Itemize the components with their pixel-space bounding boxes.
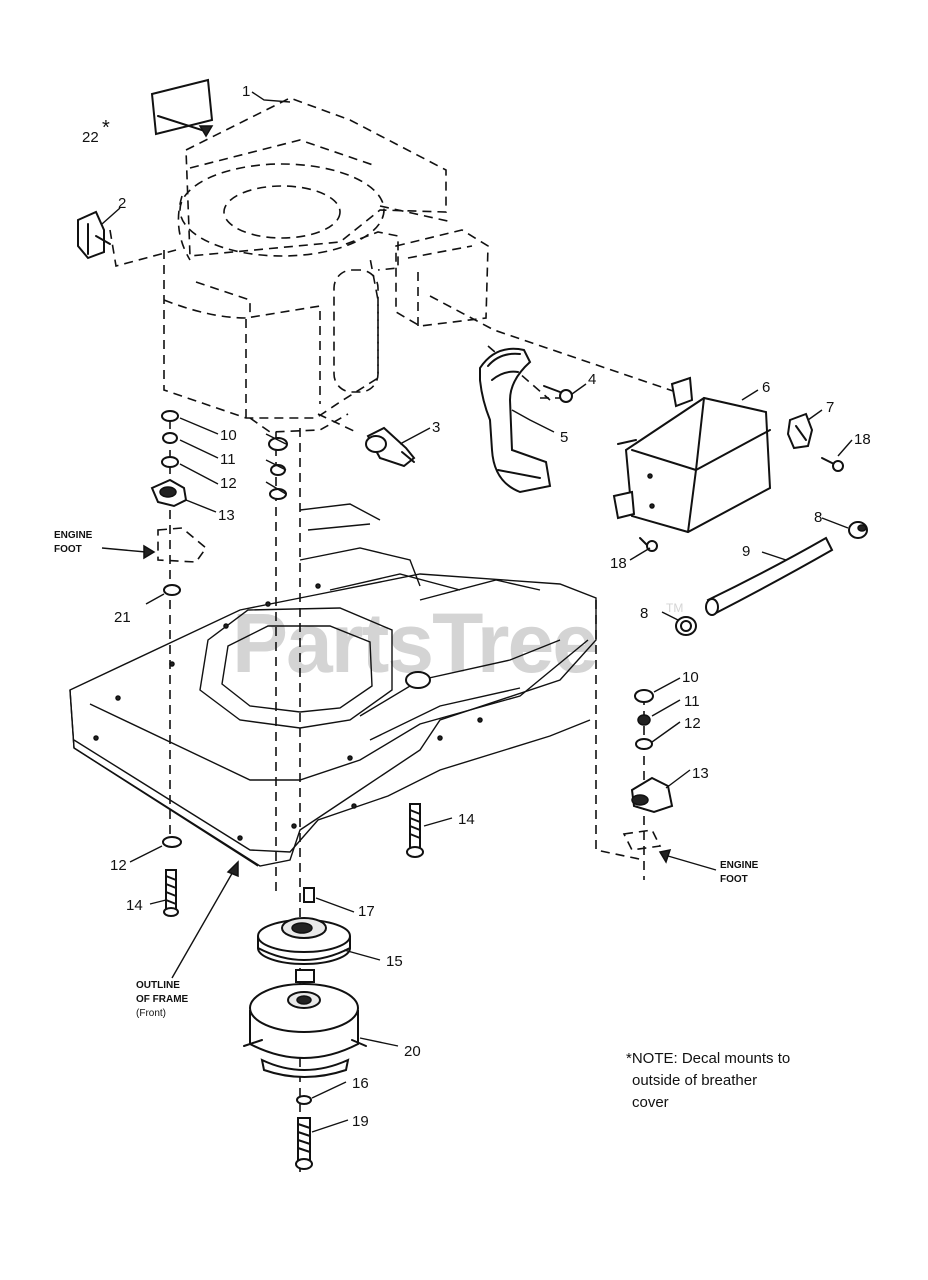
outline-of-frame-label: OUTLINE OF FRAME (Front) — [136, 980, 189, 1019]
engine-foot-right-line1: ENGINE — [720, 860, 759, 871]
sensor-part-3[interactable] — [365, 426, 416, 468]
callout-15: 15 — [386, 953, 403, 970]
callout-17: 17 — [358, 903, 375, 920]
clip-part-7[interactable] — [786, 412, 814, 450]
note-line-2: outside of breather — [632, 1072, 758, 1089]
decal-note: *NOTE: Decal mounts to outside of breath… — [626, 1048, 886, 1114]
bolt-part-19[interactable] — [295, 1117, 313, 1170]
bracket-part-2[interactable] — [77, 210, 111, 260]
clutch-part-20[interactable] — [243, 969, 367, 1078]
callout-8a: 8 — [814, 509, 822, 526]
callout-12b: 12 — [684, 715, 701, 732]
engine-foot-right-line2: FOOT — [720, 874, 748, 885]
callout-21: 21 — [114, 609, 131, 626]
bolt-part-14-center[interactable] — [406, 803, 424, 858]
pulley-part-15[interactable] — [257, 917, 351, 965]
assembly-lines — [109, 205, 677, 1176]
callout-1: 1 — [242, 83, 250, 100]
callout-13b: 13 — [692, 765, 709, 782]
callout-7: 7 — [826, 399, 834, 416]
callout-9: 9 — [742, 543, 750, 560]
washer-part-16[interactable] — [296, 1095, 312, 1105]
note-line-1: *NOTE: Decal mounts to — [626, 1050, 791, 1067]
outline-frame-line3: (Front) — [136, 1008, 166, 1019]
frame — [69, 503, 597, 867]
callout-22: 22 — [82, 129, 99, 146]
engine[interactable] — [163, 97, 489, 433]
callout-3: 3 — [432, 419, 440, 436]
note-line-3: cover — [632, 1094, 669, 1111]
left-mount-hardware[interactable] — [150, 410, 208, 917]
callout-11b: 11 — [684, 693, 700, 710]
callout-18b: 18 — [610, 555, 627, 572]
callout-10a: 10 — [220, 427, 237, 444]
shield-part-5[interactable] — [479, 347, 552, 494]
cover-part-6[interactable] — [612, 376, 772, 534]
callout-4: 4 — [588, 371, 596, 388]
engine-foot-label-right: ENGINE FOOT — [720, 860, 759, 885]
callout-19: 19 — [352, 1113, 369, 1130]
callout-16: 16 — [352, 1075, 369, 1092]
engine-foot-label-left: ENGINE FOOT — [54, 530, 93, 555]
callout-6: 6 — [762, 379, 770, 396]
callout-18a: 18 — [854, 431, 871, 448]
hose-part-9[interactable] — [705, 536, 834, 616]
right-mount-hardware[interactable] — [622, 689, 674, 851]
key-part-17[interactable] — [303, 887, 315, 903]
callout-numbers: 1 2 3 4 5 6 7 8 8 9 10 10 11 11 12 12 12… — [82, 83, 871, 1130]
screw-part-18a[interactable] — [821, 457, 844, 472]
decal-part-22[interactable] — [150, 78, 214, 138]
bolt-part-4[interactable] — [543, 385, 573, 403]
callout-22-asterisk: * — [102, 117, 110, 139]
callout-13a: 13 — [218, 507, 235, 524]
callout-14b: 14 — [126, 897, 143, 914]
callout-11a: 11 — [220, 451, 236, 468]
clamp-part-8a[interactable] — [848, 521, 868, 539]
outline-frame-line1: OUTLINE — [136, 980, 180, 991]
callout-12c: 12 — [110, 857, 127, 874]
leader-lines — [101, 91, 853, 1133]
watermark-trademark: TM — [666, 601, 683, 615]
clamp-part-8b[interactable] — [675, 616, 697, 636]
callout-12a: 12 — [220, 475, 237, 492]
outline-frame-line2: OF FRAME — [136, 994, 189, 1005]
callout-2: 2 — [118, 195, 126, 212]
callout-5: 5 — [560, 429, 568, 446]
engine-foot-left-line1: ENGINE — [54, 530, 93, 541]
callout-14a: 14 — [458, 811, 475, 828]
callout-20: 20 — [404, 1043, 421, 1060]
engine-foot-left-line2: FOOT — [54, 544, 82, 555]
callout-8b: 8 — [640, 605, 648, 622]
callout-10b: 10 — [682, 669, 699, 686]
